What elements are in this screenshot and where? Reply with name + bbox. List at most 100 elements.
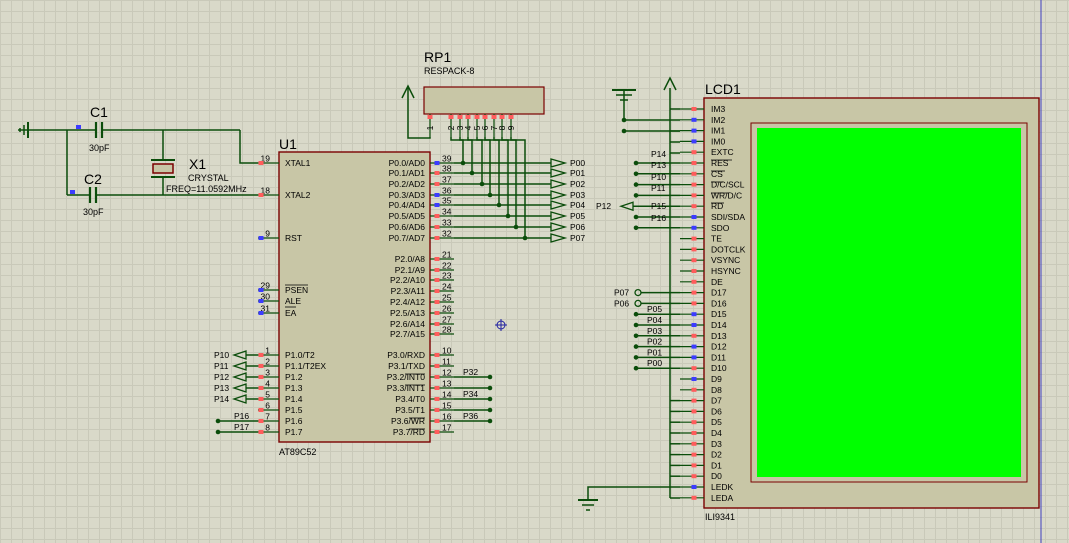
lcd1-pin-name: CS [711, 169, 723, 179]
net-label-p1: P13 [214, 383, 229, 393]
u1-pin-name: P2.0/A8 [395, 254, 426, 264]
u1-pin-name: P3.1/TXD [388, 361, 425, 371]
lcd1-pin-name: D12 [711, 342, 727, 352]
terminal-circle [634, 288, 642, 297]
lcd1-pin-name: D2 [711, 450, 722, 460]
u1-pin-name: P0.2/AD2 [389, 179, 426, 189]
u1-pin-number: 2 [265, 357, 270, 367]
u1-pin-number: 29 [261, 281, 271, 291]
pin-end-marker [691, 193, 697, 198]
pin-end-marker [691, 236, 697, 241]
net-label-p1: P12 [214, 372, 229, 382]
x1-freq: FREQ=11.0592MHz [166, 184, 247, 194]
u1-pin-name: P1.0/T2 [285, 350, 315, 360]
u1-ref: U1 [279, 136, 297, 152]
pin-end-marker [691, 441, 697, 446]
pin-end-marker [691, 225, 697, 230]
net-label-p0: P00 [570, 158, 585, 168]
pin-end-marker [434, 278, 440, 282]
net-label-lcd-data: P02 [647, 337, 662, 347]
rp1-pin-number: 9 [506, 125, 516, 130]
x1-part: CRYSTAL [188, 173, 229, 183]
junction-dot [633, 214, 639, 220]
terminal-circle [634, 299, 642, 308]
pin-end-marker [258, 430, 264, 434]
pin-end-marker [691, 279, 697, 284]
u1-pin-number: 22 [442, 261, 452, 271]
u1-pin-name: P0.4/AD4 [389, 200, 426, 210]
lcd1-pin-name: IM0 [711, 136, 725, 146]
junction-dot [522, 235, 528, 241]
wires [215, 76, 680, 511]
pin-end-marker [434, 322, 440, 326]
pin-end-marker [434, 364, 440, 368]
x1-ref: X1 [189, 156, 206, 172]
u1-pin-name: P2.2/A10 [390, 275, 425, 285]
u1-pin-name: ALE [285, 296, 301, 306]
pin-end-marker [491, 115, 497, 119]
lcd1-display[interactable]: LCD1 ILI9341 IM3IM2IM1IM0EXTCRESCSD/C/SC… [680, 81, 1040, 522]
lcd1-pin-name: D3 [711, 439, 722, 449]
pin-end-marker [691, 409, 697, 414]
lcd1-pin-name: RD [711, 201, 723, 211]
u1-pin-number: 12 [442, 368, 452, 378]
oscillator-circuit[interactable]: C1 30pF C2 30pF X1 CRYSTAL FREQ=11.0592M… [18, 104, 258, 217]
pin-end-marker [691, 377, 697, 381]
junction-dot [479, 181, 485, 187]
rp1-pin-number: 5 [472, 125, 482, 130]
pin-end-marker [434, 300, 440, 304]
u1-pin-number: 5 [265, 390, 270, 400]
net-label-lcd-data: P00 [647, 358, 662, 368]
u1-pin-number: 16 [442, 412, 452, 422]
junction-dot [215, 418, 221, 424]
lcd1-part: ILI9341 [705, 512, 735, 522]
u1-pin-name: P3.2/INT0 [387, 372, 426, 382]
junction-dot [496, 202, 502, 208]
lcd1-pin-name: DE [711, 277, 723, 287]
lcd1-ref: LCD1 [705, 81, 741, 97]
ground-symbol [18, 122, 68, 195]
pin-end-marker [434, 419, 440, 423]
lcd1-pin-name: SDI/SDA [711, 212, 745, 222]
net-label-p1: P14 [214, 394, 229, 404]
pin-end-marker [258, 311, 264, 315]
pin-end-marker [434, 225, 440, 229]
u1-pin-number: 8 [265, 423, 270, 433]
pin-end-marker [434, 289, 440, 293]
u1-pin-name: P3.4/T0 [395, 394, 425, 404]
net-label-lcd-data: P06 [614, 298, 629, 308]
lcd1-pin-name: IM3 [711, 104, 725, 114]
pin-end-marker [691, 290, 697, 295]
pin-end-marker [434, 332, 440, 336]
junction-dot [633, 160, 639, 166]
junction-dot [469, 170, 475, 176]
net-label-p3: P36 [463, 411, 478, 421]
net-label-lcd-data: P01 [647, 347, 662, 357]
lcd1-pin-name: WR/D/C [711, 190, 742, 200]
c2-value: 30pF [83, 207, 104, 217]
lcd1-pin-name: D4 [711, 428, 722, 438]
net-label-lcd-data: P03 [647, 326, 662, 336]
lcd1-pin-name: D5 [711, 417, 722, 427]
net-label-p0: P04 [570, 200, 585, 210]
u1-pin-number: 6 [265, 401, 270, 411]
rp1-pin-number: 2 [446, 125, 456, 130]
u1-pin-number: 15 [442, 401, 452, 411]
lcd1-pin-name: D16 [711, 298, 727, 308]
lcd1-pin-name: DOTCLK [711, 244, 746, 254]
rp1-pin-number: 3 [455, 125, 465, 130]
pin-end-marker [434, 311, 440, 315]
junction-dot [505, 213, 511, 219]
lcd1-pin-name: D1 [711, 460, 722, 470]
pin-end-marker [258, 364, 264, 368]
junction-dot [621, 128, 627, 134]
u1-pin-name: XTAL2 [285, 190, 311, 200]
u1-pin-number: 11 [442, 357, 451, 367]
lcd1-pin-name: D0 [711, 471, 722, 481]
u1-pin-number: 4 [265, 379, 270, 389]
junction-dot [633, 193, 639, 198]
